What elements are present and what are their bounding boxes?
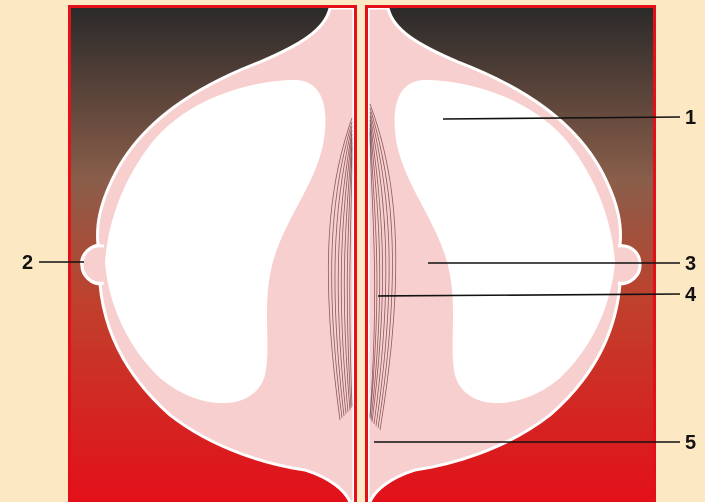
left-nipple <box>82 246 104 284</box>
label-4: 4 <box>685 284 697 306</box>
right-nipple <box>618 246 640 284</box>
label-5: 5 <box>685 432 696 454</box>
label-1: 1 <box>685 107 696 129</box>
left-panel <box>68 5 357 502</box>
label-2: 2 <box>22 252 33 274</box>
right-panel <box>365 5 656 502</box>
label-3: 3 <box>685 253 696 275</box>
